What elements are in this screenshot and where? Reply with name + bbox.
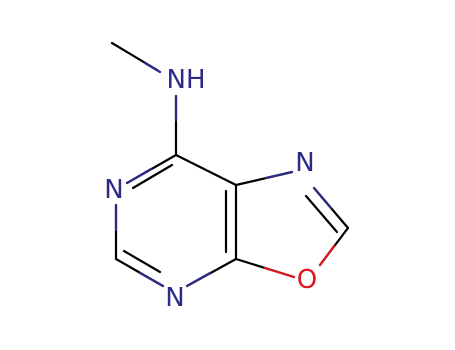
bond-n4-c3a-colored [185,271,212,288]
bond-o-c3a-colored [263,266,296,279]
atom-o-label: O [297,265,317,295]
bond-c7-n6-inner [131,163,174,190]
atom-nh-label: NH [167,65,206,95]
bond-methyl-nh-colored [143,61,162,74]
atom-n-left-label: N [104,175,123,205]
bond-n3-c2-colored [312,186,333,210]
bond-c7a-n3-colored [264,170,294,180]
atom-n-top-right-label: N [295,148,314,178]
bond-c7a-c7 [174,153,238,187]
bonds [110,41,350,288]
bond-c7-n6-colored [125,167,153,185]
bond-n3-c2-inner [304,194,339,234]
bond-c5-n4-colored [138,271,165,288]
bond-c2-o-colored [318,244,336,267]
atom-n-bottom-label: N [165,283,184,313]
bond-c5-n4-inner [122,249,162,274]
